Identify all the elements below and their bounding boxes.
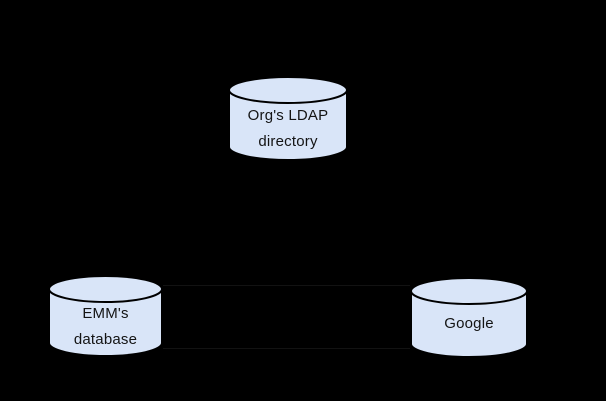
cylinder-body xyxy=(410,290,528,358)
database-cylinder-icon xyxy=(410,277,528,358)
cylinder-top xyxy=(410,277,528,305)
cylinder-top xyxy=(228,76,348,104)
node-emms-database: EMM's database xyxy=(48,275,163,357)
node-label-orgs-ldap-directory: Org's LDAP directory xyxy=(247,107,329,150)
database-cylinder-icon xyxy=(48,275,163,357)
cylinder-top xyxy=(48,275,163,303)
node-label-google: Google xyxy=(444,315,494,332)
database-cylinder-icon xyxy=(228,76,348,161)
cylinder-body xyxy=(228,89,348,161)
node-orgs-ldap-directory: Org's LDAP directory xyxy=(228,76,348,161)
node-label-emms-database: EMM's database xyxy=(73,304,138,348)
node-google: Google xyxy=(410,277,528,358)
cylinder-body xyxy=(48,288,163,357)
